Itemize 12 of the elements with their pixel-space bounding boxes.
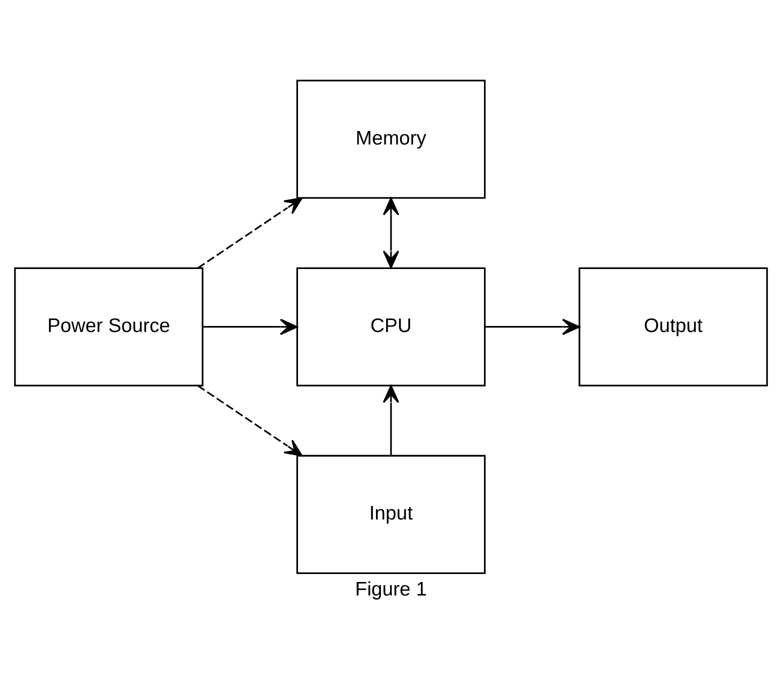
arrow bbox=[486, 318, 580, 335]
arrow bbox=[382, 384, 400, 455]
caption: Figure 1 bbox=[355, 578, 427, 600]
arrow bbox=[203, 318, 298, 335]
node-box: CPU bbox=[296, 266, 486, 386]
node-box: Output bbox=[578, 266, 768, 386]
node-box: Memory bbox=[296, 79, 486, 198]
arrow bbox=[197, 384, 302, 456]
node-box: Power Source bbox=[14, 266, 204, 386]
arrow bbox=[382, 197, 400, 268]
node-box: Input bbox=[296, 454, 486, 574]
arrow bbox=[197, 196, 302, 268]
